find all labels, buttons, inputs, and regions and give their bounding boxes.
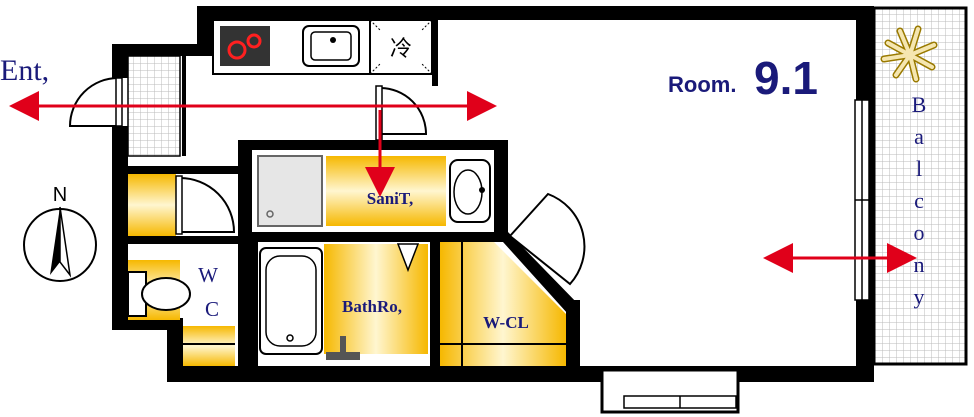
balcony-letter: l [916, 156, 922, 181]
wc-upper-floor [128, 174, 176, 236]
interior-walls [128, 20, 580, 370]
stove-icon [220, 26, 270, 66]
balcony [872, 6, 968, 366]
plant-icon [880, 25, 938, 83]
sink-icon [302, 25, 360, 67]
balcony-letter: a [914, 124, 924, 149]
wc-door[interactable] [175, 175, 236, 235]
closet-label: W-CL [483, 313, 529, 332]
wc-label-c: C [205, 297, 219, 321]
wc-label-w: W [198, 263, 218, 287]
walk-in-closet: W-CL [440, 242, 566, 366]
washbasin-icon [449, 159, 491, 223]
bath-door[interactable] [396, 243, 420, 273]
bathroom: BathRo, [258, 242, 430, 366]
north-compass-icon: N [23, 184, 97, 282]
entrance-door[interactable] [68, 77, 123, 127]
bathroom-label: BathRo, [342, 297, 402, 316]
shower-faucet-icon [326, 336, 360, 360]
circulation-arrows [8, 91, 917, 273]
bottom-window [600, 368, 740, 414]
balcony-letter: c [914, 188, 924, 213]
bathtub-icon [259, 247, 323, 355]
kitchen-counter: 冷 [212, 19, 437, 75]
balcony-letter: n [914, 252, 925, 277]
balcony-letter: B [912, 92, 927, 117]
toilet-room: W C [127, 174, 238, 366]
sanitary-label: SaniT, [367, 189, 413, 208]
toilet-icon [127, 271, 191, 317]
balcony-window [854, 99, 870, 301]
room-label: Room. [668, 72, 736, 97]
washer-pan [257, 155, 323, 227]
closet-door[interactable] [508, 192, 586, 286]
balcony-letter: o [914, 220, 925, 245]
room-size: 9.1 [754, 52, 818, 104]
refrigerator: 冷 [369, 19, 433, 75]
fridge-label: 冷 [390, 36, 412, 61]
north-label: N [53, 184, 67, 206]
balcony-letter: y [914, 284, 925, 309]
sanitary-room: SaniT, [252, 150, 494, 232]
entrance-label: Ent, [0, 54, 49, 87]
sanitary-door[interactable] [375, 85, 428, 141]
